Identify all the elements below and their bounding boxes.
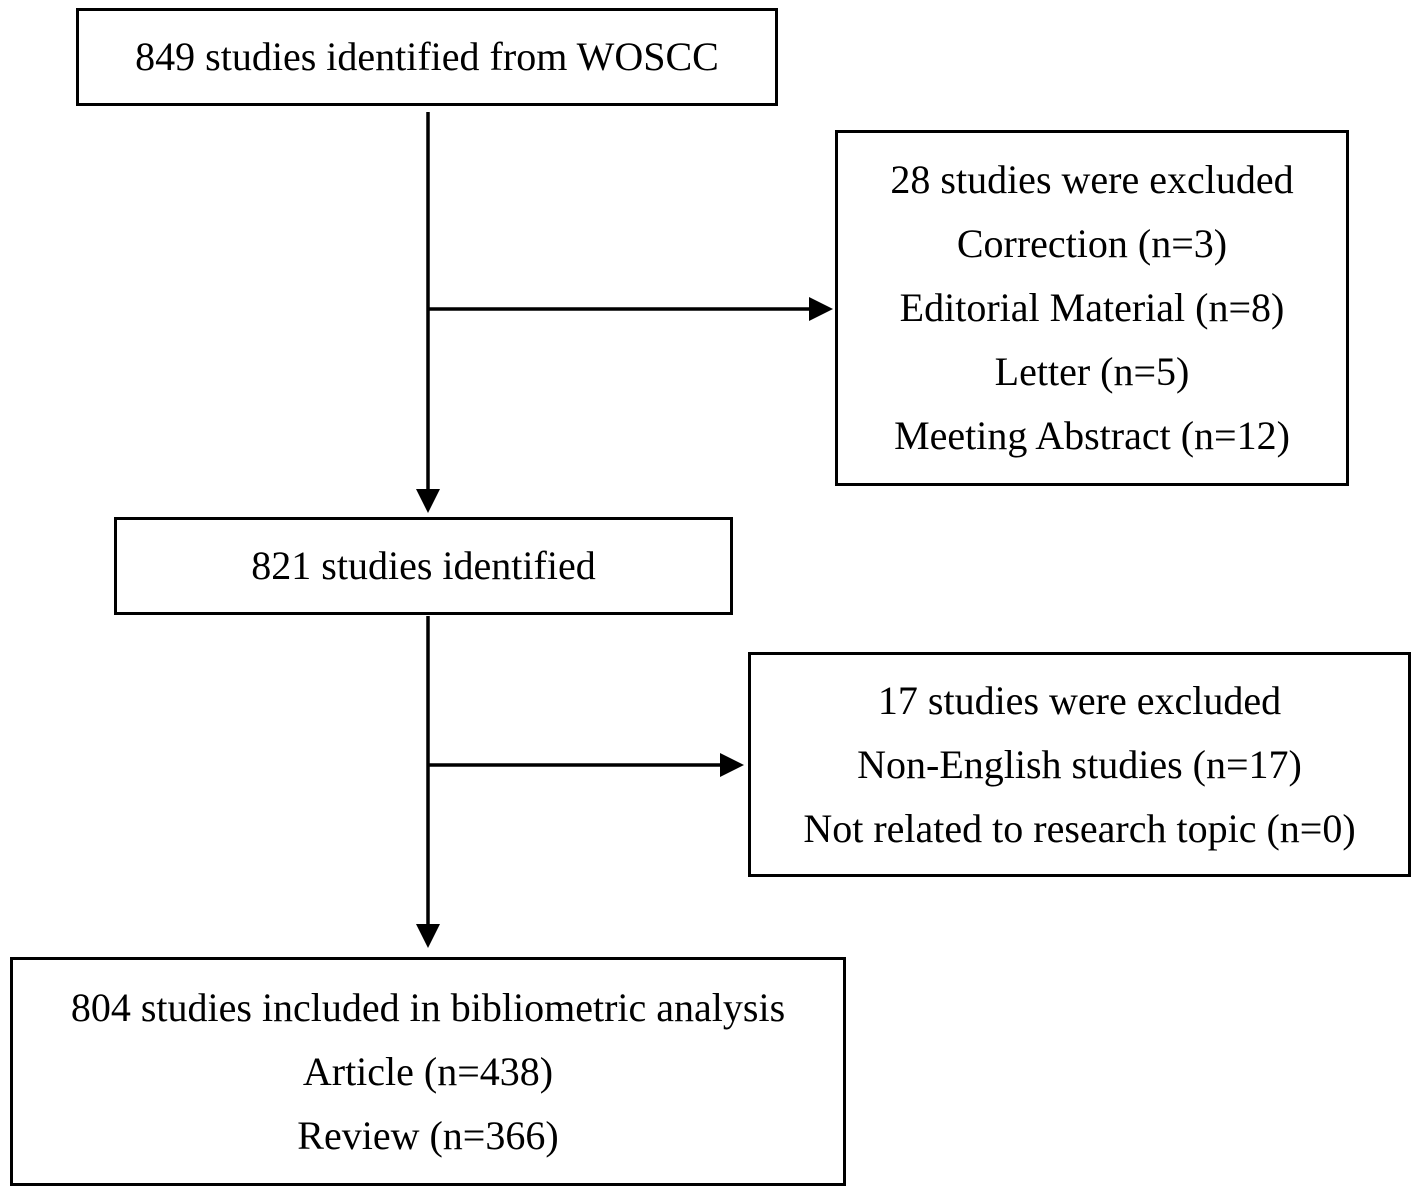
arrow-to-screened	[416, 112, 440, 513]
exclusion-1-item: Correction (n=3)	[956, 221, 1228, 266]
exclusion-2-item: Non-English studies (n=17)	[857, 741, 1302, 787]
exclusion-2-title: 17 studies were excluded	[877, 677, 1282, 723]
included-box: 804 studies included in bibliometric ana…	[10, 957, 846, 1186]
screened-box: 821 studies identified	[114, 517, 733, 615]
included-item: Article (n=438)	[302, 1048, 554, 1094]
exclusion-1-item: Editorial Material (n=8)	[899, 285, 1285, 330]
exclusion-2-item: Not related to research topic (n=0)	[803, 805, 1356, 851]
exclusion-1-title: 28 studies were excluded	[890, 157, 1294, 202]
identified-text: 849 studies identified from WOSCC	[135, 34, 719, 79]
arrow-to-exclusion-1	[428, 297, 833, 321]
exclusion-1-item: Letter (n=5)	[994, 349, 1190, 394]
included-title: 804 studies included in bibliometric ana…	[70, 984, 786, 1030]
exclusion-box-2: 17 studies were excluded Non-English stu…	[748, 652, 1411, 877]
included-item: Review (n=366)	[297, 1112, 559, 1158]
arrow-to-exclusion-2	[428, 753, 744, 777]
exclusion-1-item: Meeting Abstract (n=12)	[894, 413, 1290, 458]
arrow-to-included	[416, 616, 440, 948]
identified-box: 849 studies identified from WOSCC	[76, 8, 778, 106]
screened-text: 821 studies identified	[251, 543, 596, 588]
exclusion-box-1: 28 studies were excluded Correction (n=3…	[835, 130, 1349, 486]
